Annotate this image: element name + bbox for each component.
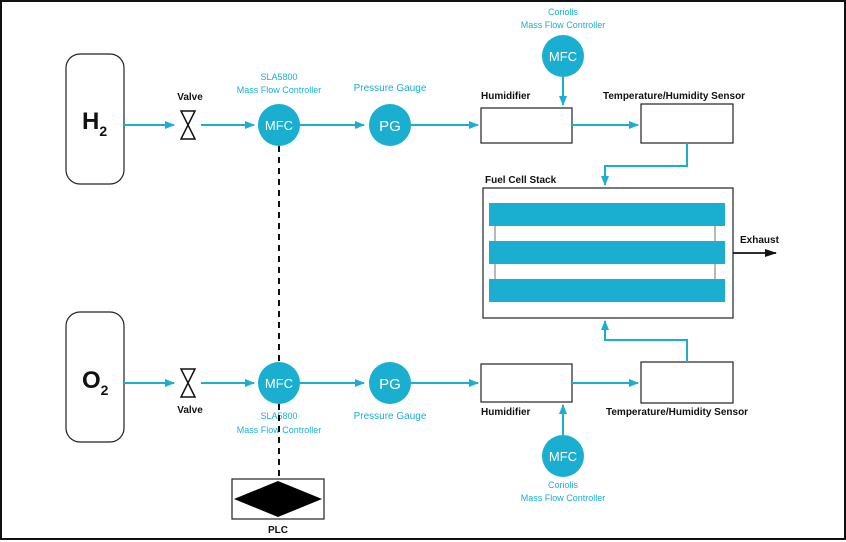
o2-valve-label: Valve xyxy=(177,405,203,416)
h2-pressure-gauge xyxy=(369,104,411,146)
h2-coriolis-line1: Coriolis xyxy=(548,7,579,17)
h2-pg-label: Pressure Gauge xyxy=(354,83,427,94)
h2-coriolis-mfc xyxy=(542,35,584,77)
o2-humidifier xyxy=(480,363,573,403)
h2-sla-mfc-line2: Mass Flow Controller xyxy=(237,85,322,95)
h2-humidifier xyxy=(480,107,573,144)
h2-coriolis-line2: Mass Flow Controller xyxy=(521,20,606,30)
h2-humidifier-label: Humidifier xyxy=(481,91,531,102)
h2-sla-mfc xyxy=(258,104,300,146)
o2-sla-mfc xyxy=(258,362,300,404)
h2-tank xyxy=(65,53,125,185)
o2-tank xyxy=(65,311,125,443)
plc-diamond-icon xyxy=(234,481,322,517)
o2-pressure-gauge xyxy=(369,362,411,404)
o2-coriolis-mfc-symbol: MFC xyxy=(549,449,577,464)
o2-sla-mfc-symbol: MFC xyxy=(265,376,293,391)
plc-label: PLC xyxy=(268,525,288,536)
h2-sensor-to-stack-pipe xyxy=(601,143,688,186)
stack-label: Fuel Cell Stack xyxy=(485,175,557,186)
h2-pg-symbol: PG xyxy=(379,118,401,135)
o2-pg-symbol: PG xyxy=(379,376,401,393)
h2-label: H2 xyxy=(82,108,107,139)
h2-sensor-label: Temperature/Humidity Sensor xyxy=(603,91,745,102)
h2-sla-mfc-symbol: MFC xyxy=(265,118,293,133)
o2-sensor-label: Temperature/Humidity Sensor xyxy=(606,407,748,418)
stack-plate-top xyxy=(489,203,725,226)
o2-valve-icon xyxy=(179,368,197,398)
h2-valve-icon xyxy=(179,110,197,140)
o2-coriolis-mfc xyxy=(542,435,584,477)
o2-temp-humidity-sensor xyxy=(640,361,734,404)
o2-humidifier-label: Humidifier xyxy=(481,407,531,418)
o2-coriolis-line1: Coriolis xyxy=(548,480,579,490)
stack-plate-bottom xyxy=(489,279,725,302)
h2-sla-mfc-line1: SLA5800 xyxy=(260,72,297,82)
exhaust-label: Exhaust xyxy=(740,235,780,246)
o2-coriolis-line2: Mass Flow Controller xyxy=(521,493,606,503)
h2-valve-label: Valve xyxy=(177,92,203,103)
stack-plate-middle xyxy=(489,241,725,264)
h2-coriolis-mfc-symbol: MFC xyxy=(549,49,577,64)
o2-pg-label: Pressure Gauge xyxy=(354,411,427,422)
o2-sensor-to-stack-pipe xyxy=(601,320,688,362)
o2-label: O2 xyxy=(82,367,109,398)
h2-temp-humidity-sensor xyxy=(640,103,734,144)
